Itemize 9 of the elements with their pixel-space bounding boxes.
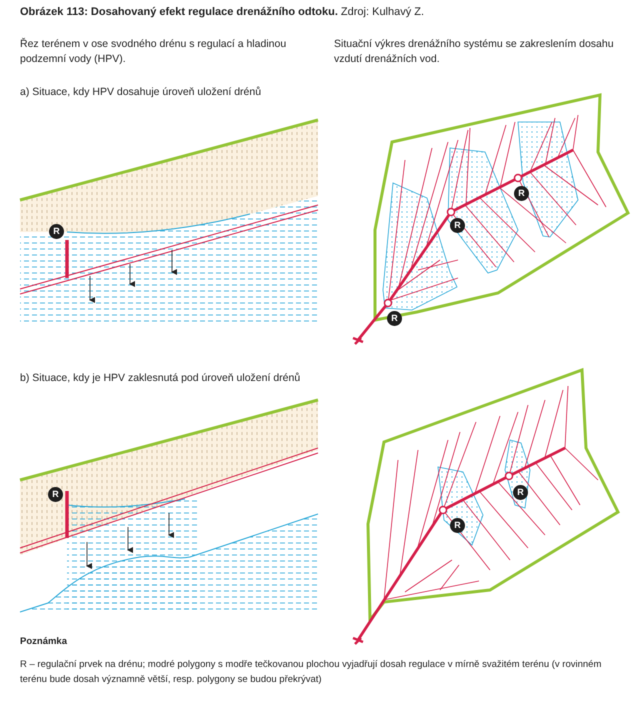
regulator-marker: R xyxy=(387,311,402,326)
figure-title: Obrázek 113: Dosahovaný efekt regulace drenážního odtoku. Zdroj: Kulhavý Z. xyxy=(20,5,424,20)
regulator-marker: R xyxy=(514,186,529,201)
note-text: R – regulační prvek na drénu; modré polygony s modře tečkovanou plochou vyjadřují dosah regulace v mírně svažitém terénu (v rovinném terénu bude dosah významně větší, resp. polygony se budou překrývat) xyxy=(20,658,602,687)
note-heading: Poznámka xyxy=(20,635,68,649)
section-caption: Řez terénem v ose svodného drénu s regulací a hladinou podzemní vody (HPV). xyxy=(20,37,288,67)
case-heading: b) Situace, kdy je HPV zaklesnutá pod úroveň uložení drénů xyxy=(20,371,302,386)
case-heading: a) Situace, kdy HPV dosahuje úroveň uložení drénů xyxy=(20,85,262,100)
plan-caption: Situační výkres drenážního systému se zakreslením dosahu vzdutí drenážních vod. xyxy=(334,37,615,67)
